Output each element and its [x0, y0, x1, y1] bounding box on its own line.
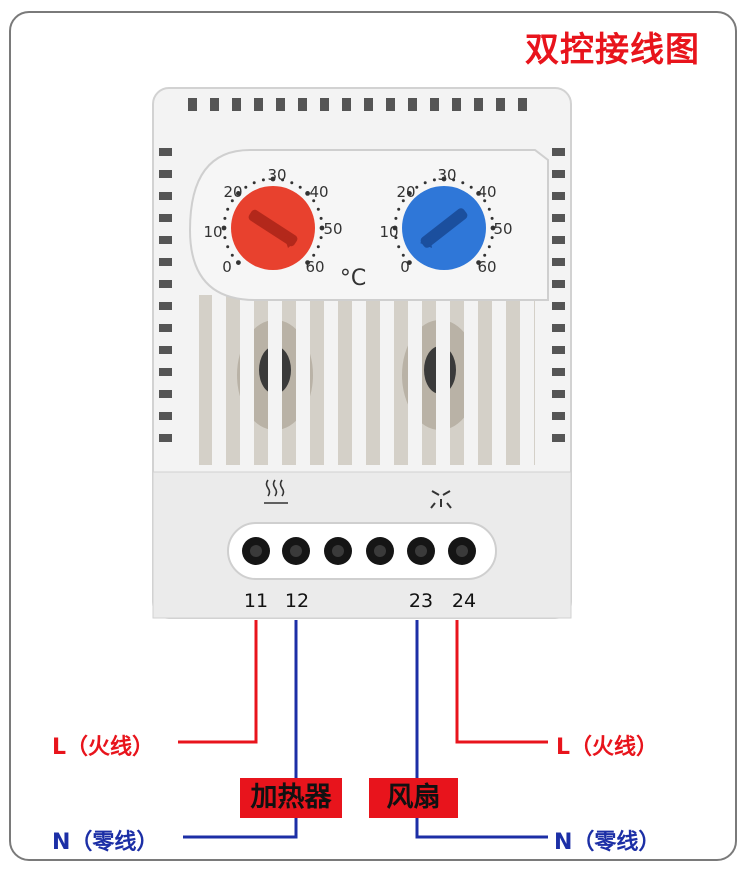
dial-tick [407, 191, 412, 196]
wire-neutral-heater [183, 620, 298, 839]
dial-tick [319, 216, 323, 220]
wire-live-fan [455, 620, 548, 744]
dial-tick [490, 225, 496, 231]
dial-tick [230, 253, 234, 257]
dial-tick [423, 181, 427, 185]
label-live-left: L（火线） [52, 735, 155, 760]
dial-tick [490, 236, 494, 240]
fan-load-box: 风扇 [369, 778, 458, 818]
heater-icon [264, 479, 288, 504]
dial-tick [432, 178, 436, 182]
fan-dial-ticks [392, 176, 496, 265]
dial-tick [298, 185, 302, 189]
dial-tick [226, 245, 230, 249]
fan-scale-60: 60 [477, 258, 496, 276]
dial-tick [281, 178, 285, 182]
dial-tick [469, 185, 473, 189]
fan-scale-40: 40 [477, 183, 496, 201]
dial-tick [487, 245, 491, 249]
dial-tick [487, 207, 491, 211]
dial-tick [476, 260, 481, 265]
fan-icon [430, 490, 452, 509]
heater-scale-30: 30 [267, 166, 286, 184]
heater-scale-40: 40 [309, 183, 328, 201]
terminal-screws[interactable] [242, 537, 476, 565]
fan-scale-10: 10 [379, 223, 398, 241]
dial-tick [461, 181, 465, 185]
heater-scale-50: 50 [323, 220, 342, 238]
dial-tick [244, 185, 248, 189]
side-vent-slots [159, 148, 565, 442]
fan-scale-50: 50 [493, 220, 512, 238]
heater-scale-20: 20 [223, 183, 242, 201]
dial-tick [397, 245, 401, 249]
dial-tick [312, 253, 316, 257]
diagram-title: 双控接线图 [525, 30, 700, 70]
front-grille [185, 290, 534, 468]
dial-tick [452, 178, 456, 182]
dial-tick [397, 207, 401, 211]
label-neutral-left: N（零线） [52, 830, 159, 855]
terminal-24: 24 [452, 590, 476, 612]
dial-tick [221, 225, 227, 231]
label-live-right: L（火线） [556, 735, 659, 760]
dial-tick [490, 216, 494, 220]
heater-dial[interactable]: 0 10 20 30 40 50 60 [203, 166, 342, 276]
dial-unit: °C [340, 266, 366, 291]
dial-tick [230, 199, 234, 203]
dial-tick [407, 260, 412, 265]
terminal-23: 23 [409, 590, 433, 612]
wire-live-heater [178, 620, 258, 744]
dial-tick [261, 178, 265, 182]
diagram-frame [9, 11, 737, 861]
dial-tick [223, 216, 227, 220]
dial-tick [223, 236, 227, 240]
dial-tick [441, 176, 447, 182]
top-vent-slots [188, 98, 527, 111]
dial-tick [483, 199, 487, 203]
dial-tick [319, 236, 323, 240]
dial-tick [252, 181, 256, 185]
dial-tick [394, 236, 398, 240]
dial-tick [270, 176, 276, 182]
fan-dial[interactable]: 0 10 20 30 40 50 60 [379, 166, 512, 276]
dial-tick [483, 253, 487, 257]
dial-tick [415, 185, 419, 189]
dial-tick [226, 207, 230, 211]
dial-tick [401, 199, 405, 203]
fan-scale-30: 30 [437, 166, 456, 184]
wire-neutral-fan [415, 620, 548, 839]
dial-tick [236, 260, 241, 265]
dial-tick [401, 253, 405, 257]
dial-tick [392, 225, 398, 231]
heater-scale-60: 60 [305, 258, 324, 276]
dial-tick [236, 191, 241, 196]
heater-scale-0: 0 [222, 258, 232, 276]
dial-tick [290, 181, 294, 185]
dial-tick [394, 216, 398, 220]
dial-tick [305, 191, 310, 196]
heater-dial-ticks [221, 176, 325, 265]
dial-tick [305, 260, 310, 265]
thermostat-body [152, 87, 572, 619]
dial-tick [319, 225, 325, 231]
heater-scale-10: 10 [203, 223, 222, 241]
fan-scale-0: 0 [400, 258, 410, 276]
terminal-12: 12 [285, 590, 309, 612]
dial-tick [316, 245, 320, 249]
dial-tick [316, 207, 320, 211]
fan-scale-20: 20 [396, 183, 415, 201]
terminal-11: 11 [244, 590, 268, 612]
heater-load-box: 加热器 [240, 778, 342, 818]
label-neutral-right: N（零线） [554, 830, 661, 855]
dial-tick [312, 199, 316, 203]
dial-tick [476, 191, 481, 196]
